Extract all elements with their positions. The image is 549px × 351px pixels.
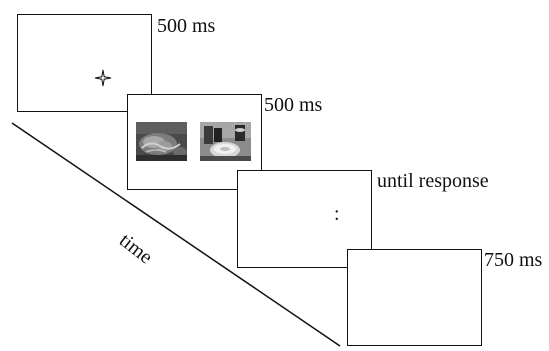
blank-frame (347, 249, 482, 346)
fixation-duration-label: 500 ms (157, 15, 216, 37)
image-duration-label: 500 ms (264, 94, 323, 116)
blank-duration-label: 750 ms (484, 249, 543, 271)
fixation-cross-icon (94, 69, 112, 87)
image-pair-frame (127, 94, 262, 190)
response-duration-label: until response (377, 170, 489, 192)
right-photo-image (200, 122, 251, 161)
left-photo-image (136, 122, 187, 161)
response-cue-colon: : (334, 203, 340, 225)
